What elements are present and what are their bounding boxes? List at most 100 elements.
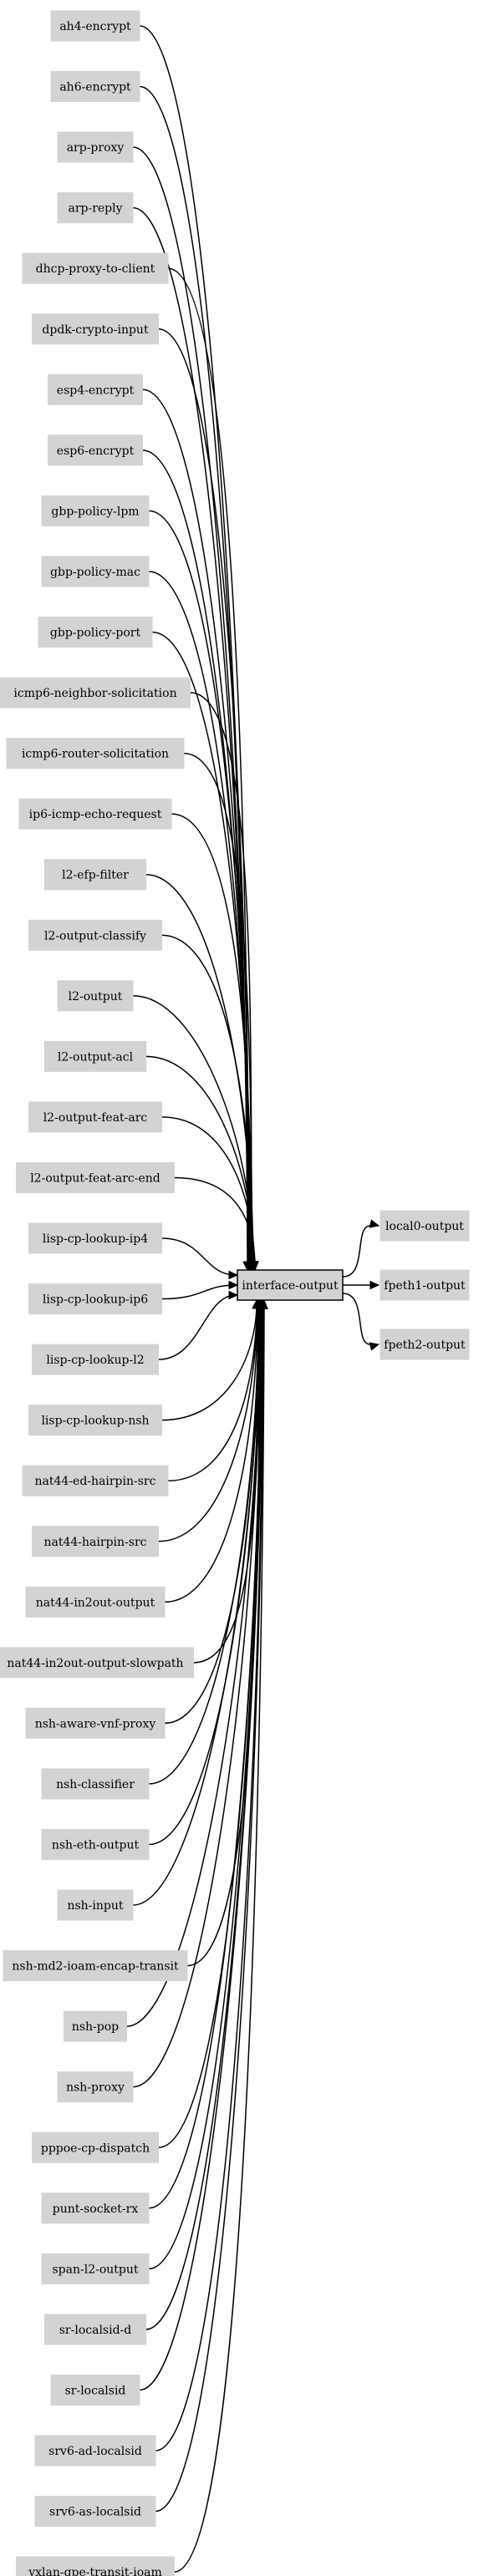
node-box [32,1526,159,1557]
edge-srv6-ad-localsid [155,1308,264,2452]
node-lisp-cp-lookup-l2: lisp-cp-lookup-l2 [32,1344,159,1375]
node-local0-output: local0-output [380,1210,470,1242]
node-label: gbp-policy-mac [50,566,140,579]
node-nsh-aware-vnf-proxy: nsh-aware-vnf-proxy [25,1707,166,1739]
node-label: nat44-in2out-output [36,1596,155,1609]
edge-dpdk-crypto-input [158,328,251,1263]
node-ah4-encrypt: ah4-encrypt [50,10,140,42]
node-label: nsh-input [67,1899,123,1913]
node-label: icmp6-router-solicitation [22,748,169,761]
node-label: l2-efp-filter [62,869,129,882]
node-l2-output-feat-arc: l2-output-feat-arc [28,1101,162,1133]
node-box [57,2071,134,2103]
node-box [0,677,191,709]
node-box [32,2131,159,2163]
node-box [0,1647,194,1679]
node-box [38,617,153,648]
node-label: l2-output-feat-arc-end [30,1171,160,1185]
edge-l2-output-feat-arc [161,1116,256,1263]
node-box [380,1329,470,1360]
edge-nsh-input [132,1308,261,1906]
edge-vxlan-gpe-transit-ioam [174,1308,265,2573]
node-srv6-as-localsid: srv6-as-localsid [34,2496,156,2528]
node-label: sr-localsid [65,2384,126,2397]
edge-nsh-proxy [132,1308,262,2088]
node-label: l2-output-feat-arc [43,1111,148,1125]
node-label: nsh-proxy [66,2081,125,2095]
edge-gbp-policy-mac [148,571,252,1263]
node-box [44,859,146,891]
node-label: dhcp-proxy-to-client [36,262,155,276]
node-box [25,1707,166,1739]
arrowhead-vxlan-gpe-transit-ioam [259,1298,268,1309]
node-box [22,252,169,284]
node-box [41,495,150,526]
node-gbp-policy-lpm: gbp-policy-lpm [41,495,150,526]
node-box [57,192,134,224]
arrowhead-lisp-cp-lookup-ip6 [228,1280,239,1290]
node-label: nsh-pop [72,2020,119,2034]
arrowhead-fpeth2-output [369,1342,380,1351]
node-label: ah4-encrypt [59,20,131,33]
node-nsh-proxy: nsh-proxy [57,2071,134,2103]
node-label: icmp6-neighbor-solicitation [13,687,176,700]
node-dhcp-proxy-to-client: dhcp-proxy-to-client [22,252,169,284]
node-label: l2-output-acl [58,1050,134,1064]
edge-lisp-cp-lookup-ip6 [161,1284,237,1300]
edge-fpeth2-output [342,1293,371,1345]
node-esp4-encrypt: esp4-encrypt [48,373,143,405]
node-box [57,131,134,163]
node-label: vxlan-gpe-transit-ioam [28,2566,162,2576]
node-box [41,556,150,587]
node-gbp-policy-mac: gbp-policy-mac [41,556,150,587]
node-label: esp4-encrypt [57,384,135,397]
edge-local0-output [342,1225,371,1278]
node-box [34,2435,156,2467]
node-label: pppoe-cp-dispatch [41,2142,150,2155]
edge-nat44-ed-hairpin-src [167,1308,258,1481]
edge-lisp-cp-lookup-nsh [161,1308,257,1421]
node-box [22,1465,169,1496]
node-box [57,980,134,1012]
node-srv6-ad-localsid: srv6-ad-localsid [34,2435,156,2467]
node-box [32,313,159,345]
node-box [380,1269,470,1301]
node-box [16,2556,175,2576]
node-box [50,2374,140,2406]
node-nsh-classifier: nsh-classifier [41,1768,150,1800]
node-label: ip6-icmp-echo-request [29,808,162,821]
node-ip6-icmp-echo-request: ip6-icmp-echo-request [18,798,172,830]
node-nsh-pop: nsh-pop [64,2010,127,2042]
node-box [41,2192,150,2224]
node-nat44-in2out-output-slowpath: nat44-in2out-output-slowpath [0,1647,194,1679]
node-nsh-input: nsh-input [57,1889,134,1921]
node-box [28,1283,162,1315]
arrowhead-lisp-cp-lookup-l2 [228,1290,239,1300]
node-label: ah6-encrypt [59,81,131,94]
edge-nat44-hairpin-src [158,1308,258,1542]
node-span-l2-output: span-l2-output [41,2253,150,2284]
node-label: srv6-as-localsid [49,2506,141,2519]
node-box [28,1222,162,1254]
node-label: arp-reply [68,202,122,216]
node-box [18,798,172,830]
node-sr-localsid: sr-localsid [50,2374,140,2406]
arrowhead-l2-output-feat-arc-end [250,1261,259,1272]
node-nat44-in2out-output: nat44-in2out-output [25,1586,166,1618]
node-label: nsh-aware-vnf-proxy [35,1717,156,1730]
node-box [50,71,140,103]
edge-nat44-in2out-output [164,1308,259,1603]
node-vxlan-gpe-transit-ioam: vxlan-gpe-transit-ioam [16,2556,175,2576]
node-pppoe-cp-dispatch: pppoe-cp-dispatch [32,2131,159,2163]
node-label: nat44-ed-hairpin-src [35,1475,156,1488]
node-label: lisp-cp-lookup-ip6 [43,1293,148,1307]
node-nat44-hairpin-src: nat44-hairpin-src [32,1526,159,1557]
edge-sr-localsid [139,1308,264,2391]
node-box [48,373,143,405]
edge-gbp-policy-port [151,631,252,1263]
node-box [64,2010,127,2042]
edge-punt-socket-rx [148,1308,262,2209]
node-lisp-cp-lookup-ip6: lisp-cp-lookup-ip6 [28,1283,162,1315]
edge-srv6-as-localsid [155,1308,265,2512]
node-box [16,1161,175,1193]
